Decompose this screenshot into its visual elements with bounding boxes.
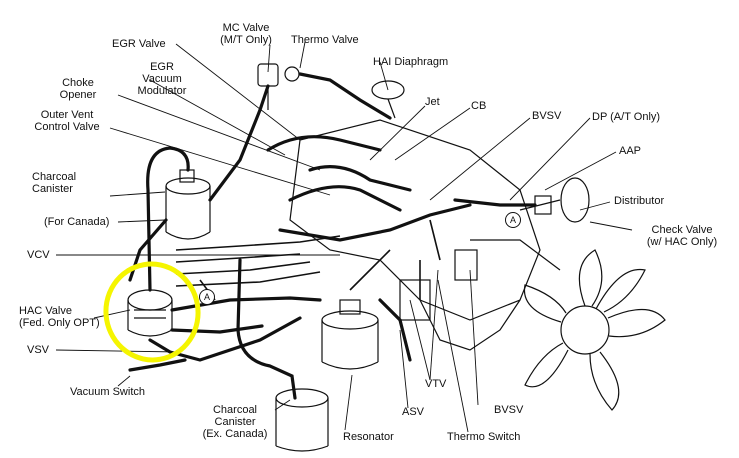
label-distributor: Distributor: [614, 195, 665, 207]
label-aap: AAP: [619, 145, 642, 157]
label-bvsv-bottom: BVSV: [494, 404, 524, 416]
label-dp: DP (A/T Only): [592, 111, 661, 123]
label-vtv: VTV: [425, 378, 447, 390]
label-charcoal-canister-canada: Charcoal Canister: [32, 171, 77, 195]
fan-shape: [523, 249, 666, 411]
label-egr-valve: EGR Valve: [112, 38, 166, 50]
label-mc-valve: MC Valve (M/T Only): [220, 22, 272, 46]
label-egr-vacuum-modulator: EGR Vacuum Modulator: [137, 61, 187, 97]
hai-diaphragm-shape: [371, 80, 405, 119]
marker-a-right: A: [505, 212, 521, 228]
charcoal-canister-canada-shape: [165, 169, 211, 240]
label-jet: Jet: [425, 96, 440, 108]
label-vcv: VCV: [27, 249, 50, 261]
hac-valve-shape: [127, 289, 173, 337]
label-charcoal-canister-ex: Charcoal Canister (Ex. Canada): [202, 404, 268, 440]
label-for-canada: (For Canada): [44, 216, 110, 228]
label-thermo-valve: Thermo Valve: [291, 34, 359, 46]
resonator-shape: [321, 299, 379, 370]
engine-block: [289, 119, 561, 351]
label-outer-vent-control-valve: Outer Vent Control Valve: [34, 109, 100, 133]
thin-hoses: [175, 219, 441, 301]
mc-thermo-valve-shapes: [257, 63, 300, 110]
charcoal-canister-ex-shape: [275, 388, 329, 452]
label-resonator: Resonator: [343, 431, 394, 443]
label-vacuum-switch: Vacuum Switch: [70, 386, 145, 398]
vacuum-hoses: [128, 72, 537, 400]
leader-lines: [55, 41, 633, 433]
highlight-ring: [103, 261, 201, 363]
label-hac-valve: HAC Valve (Fed. Only OPT): [19, 305, 100, 329]
label-choke-opener: Choke Opener: [59, 77, 97, 101]
label-cb: CB: [471, 100, 487, 112]
label-vsv: VSV: [27, 344, 50, 356]
label-check-valve: Check Valve (w/ HAC Only): [646, 224, 718, 248]
label-thermo-switch: Thermo Switch: [447, 431, 521, 443]
label-hai-diaphragm: HAI Diaphragm: [373, 56, 449, 68]
label-asv: ASV: [402, 406, 425, 418]
marker-a-left: A: [199, 289, 215, 305]
label-bvsv-top: BVSV: [532, 110, 562, 122]
